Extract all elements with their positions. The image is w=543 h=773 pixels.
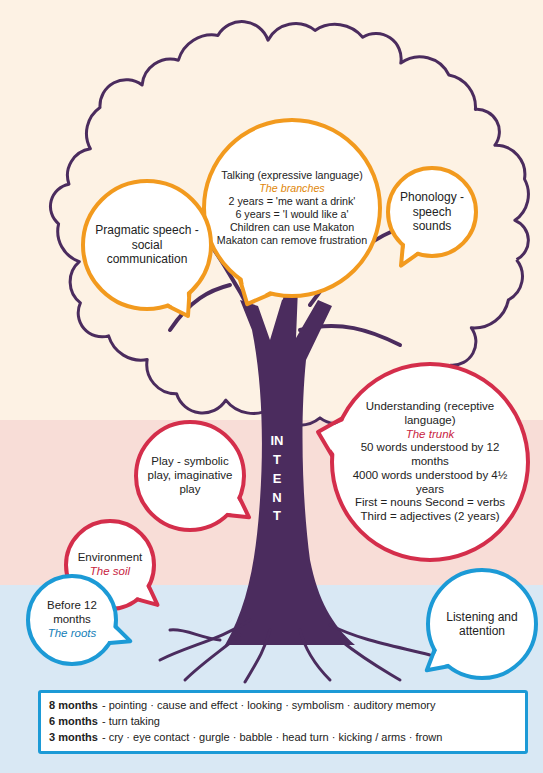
bubble-circle [332, 364, 528, 560]
bubble-subtitle: The branches [259, 182, 324, 195]
bubble-note: Makaton can remove frustration [217, 234, 367, 247]
bubble-note: 6 years = 'I would like a' [235, 208, 348, 221]
bubble-note: 2 years = 'me want a drink' [229, 195, 356, 208]
root [340, 640, 400, 680]
bubble-tail [427, 650, 449, 671]
bubble-note: Before 12 months [32, 599, 111, 627]
root [330, 625, 430, 655]
root [170, 630, 220, 640]
bubble-subtitle: The trunk [406, 428, 455, 442]
bubble-tail [227, 498, 249, 518]
bubble-heading: Talking (expressive language) [221, 169, 362, 182]
bubble-note: Listening and attention [437, 610, 527, 639]
speech-bubble: Play - symbolic play, imaginative play [134, 420, 246, 532]
bubble-tail-fill [401, 242, 419, 266]
bubble-text: Listening and attention [437, 568, 527, 680]
bubble-text: Play - symbolic play, imaginative play [145, 420, 235, 532]
bubble-note: Pragmatic speech - social communication [94, 223, 200, 266]
bubble-circle [28, 576, 116, 664]
bubble-text: Understanding (receptive language)The tr… [350, 362, 510, 562]
bubble-tail-fill [427, 648, 451, 670]
milestone-age: 3 months [49, 731, 98, 743]
bubble-tail-fill [135, 584, 158, 605]
root [160, 620, 250, 660]
bubble-note: Children can use Makaton [230, 221, 354, 234]
bubble-circle [388, 168, 476, 256]
bubble-note: Third = adjectives (2 years) [360, 510, 499, 524]
milestone-skills: - pointing · cause and effect · looking … [102, 699, 436, 711]
tree-roots [160, 620, 430, 682]
bubble-subtitle: The soil [90, 565, 130, 579]
milestone-skills: - cry · eye contact · gurgle · babble · … [102, 731, 443, 743]
bubble-tail [401, 245, 418, 266]
milestone-box: 8 months - pointing · cause and effect · … [38, 690, 528, 754]
bubble-note: Environment [78, 551, 143, 565]
milestone-age: 6 months [49, 715, 98, 727]
bubble-tail [318, 418, 342, 456]
bubble-circle [204, 120, 380, 296]
bubble-tail [137, 586, 157, 605]
milestone-age: 8 months [49, 699, 98, 711]
milestone-skills: - turn taking [102, 715, 160, 727]
root [185, 635, 240, 680]
bubble-tail-fill [224, 496, 249, 517]
bubble-note: First = nouns Second = verbs [355, 496, 505, 510]
bubble-subtitle: The roots [48, 627, 97, 641]
bubble-heading: Understanding (receptive language) [350, 400, 510, 428]
bubble-tail [240, 279, 272, 304]
bubble-note: Play - symbolic play, imaginative play [145, 455, 235, 496]
speech-bubble: Talking (expressive language)The branche… [202, 118, 382, 298]
root [245, 630, 270, 682]
root [300, 630, 330, 680]
bubble-circle [83, 181, 211, 309]
milestone-line: 3 months - cry · eye contact · gurgle · b… [49, 730, 517, 746]
speech-bubble: Understanding (receptive language)The tr… [330, 362, 530, 562]
speech-bubble: Pragmatic speech - social communication [81, 179, 213, 311]
trunk-label: INTENT [271, 432, 284, 526]
bubble-text: Talking (expressive language)The branche… [215, 118, 370, 298]
bubble-note: 4000 words understood by 4½ years [350, 469, 510, 497]
bubble-text: Pragmatic speech - social communication [94, 179, 200, 311]
bubble-tail [167, 293, 189, 316]
bubble-note: 50 words understood by 12 months [350, 441, 510, 469]
speech-bubble: Listening and attention [426, 568, 538, 680]
bubble-text: Before 12 monthsThe roots [32, 574, 111, 666]
milestone-line: 6 months - turn taking [49, 714, 517, 730]
milestone-line: 8 months - pointing · cause and effect · … [49, 698, 517, 714]
bubble-text: Phonology - speech sounds [393, 166, 470, 258]
speech-bubble: Before 12 monthsThe roots [26, 574, 118, 666]
speech-bubble: Phonology - speech sounds [386, 166, 478, 258]
bubble-note: Phonology - speech sounds [393, 190, 470, 233]
bubble-tail [110, 627, 131, 644]
